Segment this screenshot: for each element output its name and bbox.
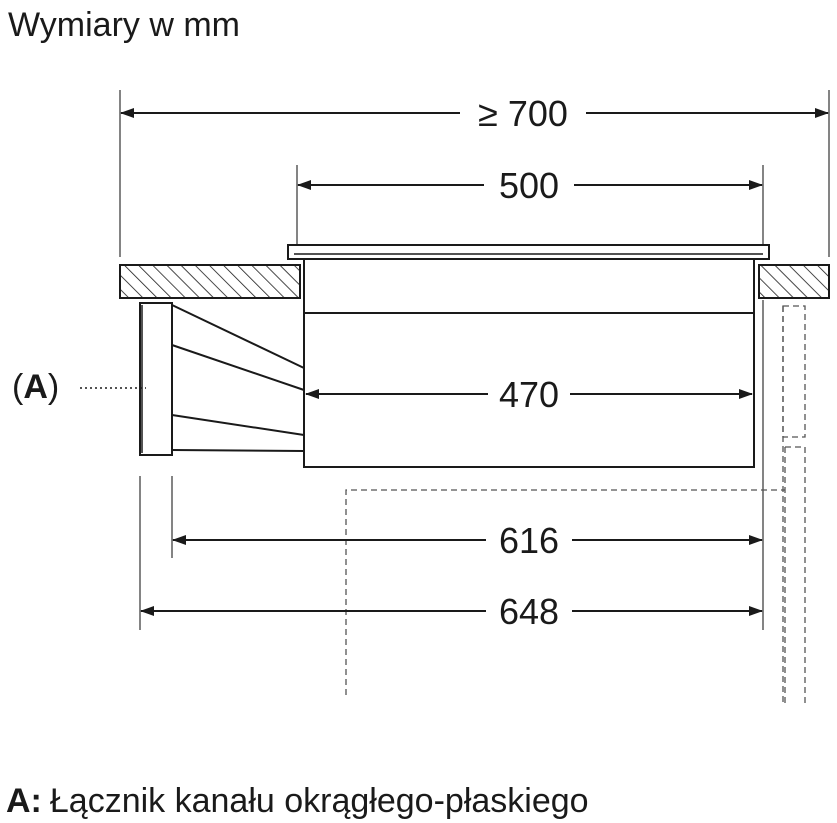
dimension-label-hob: 500	[499, 165, 559, 206]
legend: A:Łącznik kanału okrągłego-płaskiego	[6, 782, 589, 820]
dimension-label-total: 648	[499, 591, 559, 632]
worktop-section-right	[758, 264, 830, 299]
callout-label: (A)	[12, 368, 59, 406]
worktop-section-left	[119, 264, 301, 299]
cabinet-outline-dashed	[345, 489, 785, 695]
hob-glass-plate	[287, 244, 770, 260]
back-panel-lower-dashed	[784, 446, 806, 705]
dimension-label-body: 470	[499, 374, 559, 415]
duct-adapter-flange	[139, 302, 173, 456]
hob-body-upper	[303, 258, 755, 314]
dimension-label-cutout: ≥ 700	[478, 93, 568, 134]
legend-key: A:	[6, 782, 42, 820]
legend-description: Łącznik kanału okrągłego-płaskiego	[50, 782, 589, 820]
back-panel-upper-dashed	[782, 305, 806, 438]
callout-label-open: (	[12, 368, 24, 406]
hob-body-lower	[303, 312, 755, 468]
callout-label-close: )	[48, 368, 59, 406]
duct-adapter-transition	[171, 304, 305, 452]
drawing-title: Wymiary w mm	[8, 6, 240, 44]
callout-label-key: A	[23, 368, 48, 406]
dimension-label-adapter: 616	[499, 520, 559, 561]
